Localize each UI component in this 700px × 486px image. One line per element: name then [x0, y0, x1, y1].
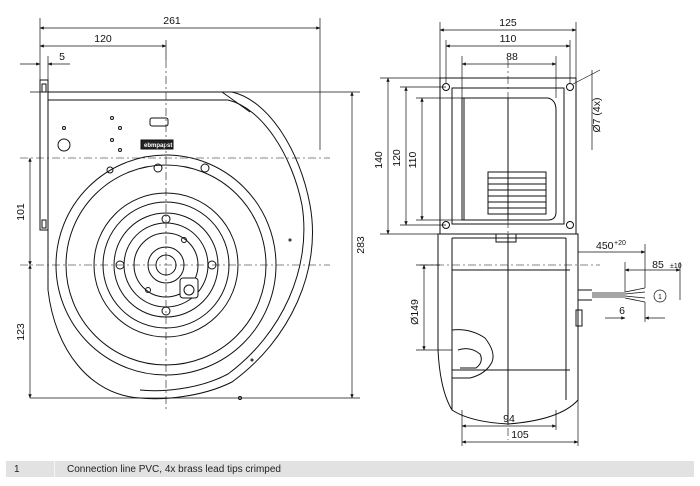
dim-lead-length-tol: ±10	[670, 263, 682, 270]
dim-depth-outer: 105	[511, 429, 529, 441]
dim-lead-length: 85	[652, 259, 664, 271]
legend-row: 1 Connection line PVC, 4x brass lead tip…	[6, 461, 694, 477]
dim-lead-tip: 6	[619, 305, 625, 317]
dim-outlet-width: 88	[506, 51, 518, 63]
callout-number: 1	[658, 294, 662, 301]
technical-drawing: ebmpapst 261 120 5 283 101 123	[15, 15, 682, 446]
brand-label: ebmpapst	[144, 143, 172, 149]
side-view	[437, 77, 592, 425]
front-centerlines	[20, 60, 330, 410]
front-dimensions	[20, 18, 360, 399]
side-dimensions	[380, 22, 681, 446]
dim-outlet-height: 110	[407, 151, 419, 168]
motor-side-bulge	[451, 329, 494, 379]
callout-circle	[653, 289, 667, 303]
dim-hole-spacing-w: 110	[500, 33, 517, 45]
dim-cable-length-tol: +20	[614, 240, 626, 247]
dim-outer-width: 125	[499, 17, 517, 29]
dim-outer-height: 140	[373, 151, 385, 169]
dim-overall-width: 261	[163, 15, 181, 27]
side-centerlines	[420, 60, 600, 440]
legend-text: Connection line PVC, 4x brass lead tips …	[67, 463, 281, 475]
dim-hole-dia: Ø7 (4x)	[591, 97, 603, 132]
dim-flange-thickness: 5	[59, 51, 65, 63]
connection-cable	[592, 287, 646, 303]
legend-index: 1	[6, 461, 55, 477]
front-view	[39, 79, 313, 400]
corner-hole	[566, 221, 574, 229]
dim-cable-length: 450	[596, 240, 614, 252]
dim-height-overall: 283	[355, 236, 367, 254]
dim-inlet-offset: 120	[94, 33, 112, 45]
dim-height-lower: 123	[15, 323, 27, 341]
dim-height-upper: 101	[15, 203, 27, 221]
mounting-flange	[39, 79, 49, 231]
dim-hole-spacing-h: 120	[391, 149, 403, 167]
dim-depth-inner: 94	[503, 413, 515, 425]
brand-plate	[140, 139, 174, 150]
dim-motor-dia: Ø149	[409, 299, 421, 325]
